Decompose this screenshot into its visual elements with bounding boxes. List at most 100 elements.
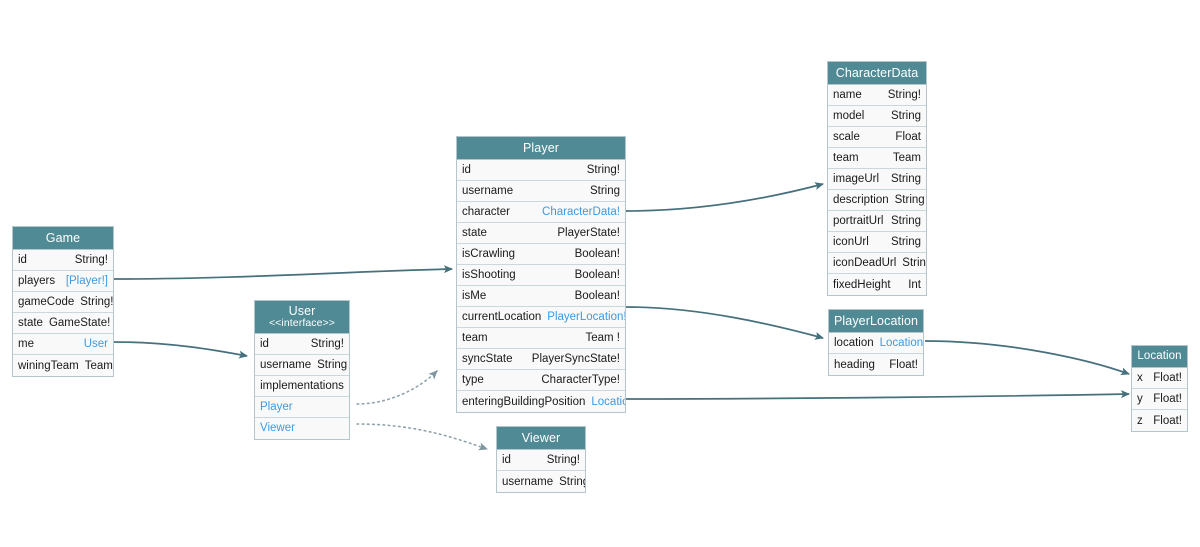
field-name: username xyxy=(260,358,312,371)
field-name: username xyxy=(462,185,514,198)
table-row[interactable]: type CharacterType! xyxy=(457,370,625,392)
table-row[interactable]: winingTeam Team xyxy=(13,355,113,377)
implementation-name[interactable]: Player xyxy=(260,400,293,413)
table-row[interactable]: imageUrl String xyxy=(828,169,926,191)
field-name: z xyxy=(1137,414,1143,427)
implementation-name[interactable]: Viewer xyxy=(260,422,295,435)
field-name: model xyxy=(833,110,865,123)
field-name: state xyxy=(462,227,487,240)
field-type[interactable]: Location! xyxy=(879,337,923,350)
field-type: String xyxy=(890,110,921,123)
entity-player-location[interactable]: PlayerLocation location Location! headin… xyxy=(828,309,924,377)
table-row[interactable]: id String! xyxy=(13,250,113,272)
field-name: isMe xyxy=(462,290,487,303)
entity-location-title: Location xyxy=(1132,346,1187,369)
entity-player-location-title: PlayerLocation xyxy=(829,310,923,334)
table-row[interactable]: username String xyxy=(457,181,625,203)
implementation-viewer[interactable]: Viewer xyxy=(255,417,349,439)
entity-location[interactable]: Location x Float! y Float! z Float! xyxy=(1131,345,1188,433)
edge-game-me-to-user xyxy=(113,341,248,359)
table-row[interactable]: fixedHeight Int xyxy=(828,274,926,296)
entity-user[interactable]: User <<interface>> id String! username S… xyxy=(254,300,350,440)
field-type: GameState! xyxy=(48,317,111,330)
table-row[interactable]: name String! xyxy=(828,85,926,107)
edge-player-enteringbuildingposition-to-location xyxy=(625,390,1130,400)
table-row[interactable]: id String! xyxy=(457,160,625,182)
field-type: Float! xyxy=(1153,393,1182,406)
table-row[interactable]: team Team xyxy=(828,148,926,170)
implementations-header: implementations xyxy=(255,375,349,397)
edge-user-implements-viewer xyxy=(356,423,488,451)
field-name: portraitUrl xyxy=(833,215,884,228)
field-type: String! xyxy=(546,454,580,467)
table-row[interactable]: model String xyxy=(828,106,926,128)
field-name: id xyxy=(462,164,471,177)
edge-user-implements-player xyxy=(356,370,438,405)
field-type: PlayerState! xyxy=(557,227,620,240)
table-row[interactable]: portraitUrl String xyxy=(828,211,926,233)
table-row[interactable]: scale Float xyxy=(828,127,926,149)
table-row[interactable]: y Float! xyxy=(1132,389,1187,411)
table-row[interactable]: enteringBuildingPosition Location xyxy=(457,391,625,413)
table-row[interactable]: currentLocation PlayerLocation! xyxy=(457,307,625,329)
field-type[interactable]: CharacterData! xyxy=(542,206,620,219)
entity-viewer[interactable]: Viewer id String! username String xyxy=(496,426,586,494)
table-row[interactable]: gameCode String! xyxy=(13,292,113,314)
field-type: Boolean! xyxy=(574,269,620,282)
field-type: String xyxy=(890,236,921,249)
table-row[interactable]: username String xyxy=(255,354,349,376)
field-name: team xyxy=(462,332,488,345)
field-name: scale xyxy=(833,131,860,144)
field-name: players xyxy=(18,275,56,288)
field-type: Team ! xyxy=(585,332,620,345)
table-row[interactable]: id String! xyxy=(497,450,585,472)
field-name: isCrawling xyxy=(462,248,516,261)
entity-character-data[interactable]: CharacterData name String! model String … xyxy=(827,61,927,297)
field-type: Float xyxy=(895,131,921,144)
entity-game[interactable]: Game id String! players [Player!] gameCo… xyxy=(12,226,114,378)
implementations-label: implementations xyxy=(260,379,344,392)
table-row[interactable]: id String! xyxy=(255,333,349,355)
table-row[interactable]: team Team ! xyxy=(457,328,625,350)
table-row[interactable]: state GameState! xyxy=(13,313,113,335)
entity-user-title: User <<interface>> xyxy=(255,301,349,334)
table-row[interactable]: heading Float! xyxy=(829,354,923,376)
table-row[interactable]: me User xyxy=(13,334,113,356)
entity-game-title: Game xyxy=(13,227,113,251)
table-row[interactable]: isCrawling Boolean! xyxy=(457,244,625,266)
table-row[interactable]: x Float! xyxy=(1132,368,1187,390)
field-type[interactable]: PlayerLocation! xyxy=(547,311,625,324)
field-type: String xyxy=(589,185,620,198)
field-name: heading xyxy=(834,358,875,371)
field-type: Team xyxy=(892,152,921,165)
table-row[interactable]: state PlayerState! xyxy=(457,223,625,245)
field-name: iconUrl xyxy=(833,236,869,249)
table-row[interactable]: iconDeadUrl String xyxy=(828,253,926,275)
table-row[interactable]: isShooting Boolean! xyxy=(457,265,625,287)
table-row[interactable]: username String xyxy=(497,471,585,493)
field-name: character xyxy=(462,206,510,219)
field-type[interactable]: User xyxy=(83,338,108,351)
table-row[interactable]: isMe Boolean! xyxy=(457,286,625,308)
field-type: Boolean! xyxy=(574,248,620,261)
field-type[interactable]: [Player!] xyxy=(65,275,108,288)
table-row[interactable]: location Location! xyxy=(829,333,923,355)
edge-playerlocation-location-to-location xyxy=(924,340,1130,376)
table-row[interactable]: syncState PlayerSyncState! xyxy=(457,349,625,371)
table-row[interactable]: character CharacterData! xyxy=(457,202,625,224)
entity-user-stereotype: <<interface>> xyxy=(268,317,336,330)
field-type: String! xyxy=(887,89,921,102)
entity-player[interactable]: Player id String! username String charac… xyxy=(456,136,626,414)
implementation-player[interactable]: Player xyxy=(255,396,349,418)
table-row[interactable]: players [Player!] xyxy=(13,271,113,293)
table-row[interactable]: z Float! xyxy=(1132,410,1187,432)
field-name: isShooting xyxy=(462,269,516,282)
field-type: String xyxy=(890,173,921,186)
field-name: description xyxy=(833,194,889,207)
table-row[interactable]: iconUrl String xyxy=(828,232,926,254)
field-name: me xyxy=(18,338,34,351)
field-type[interactable]: Location xyxy=(591,395,625,408)
field-name: winingTeam xyxy=(18,359,79,372)
table-row[interactable]: description String xyxy=(828,190,926,212)
field-type: CharacterType! xyxy=(541,374,620,387)
